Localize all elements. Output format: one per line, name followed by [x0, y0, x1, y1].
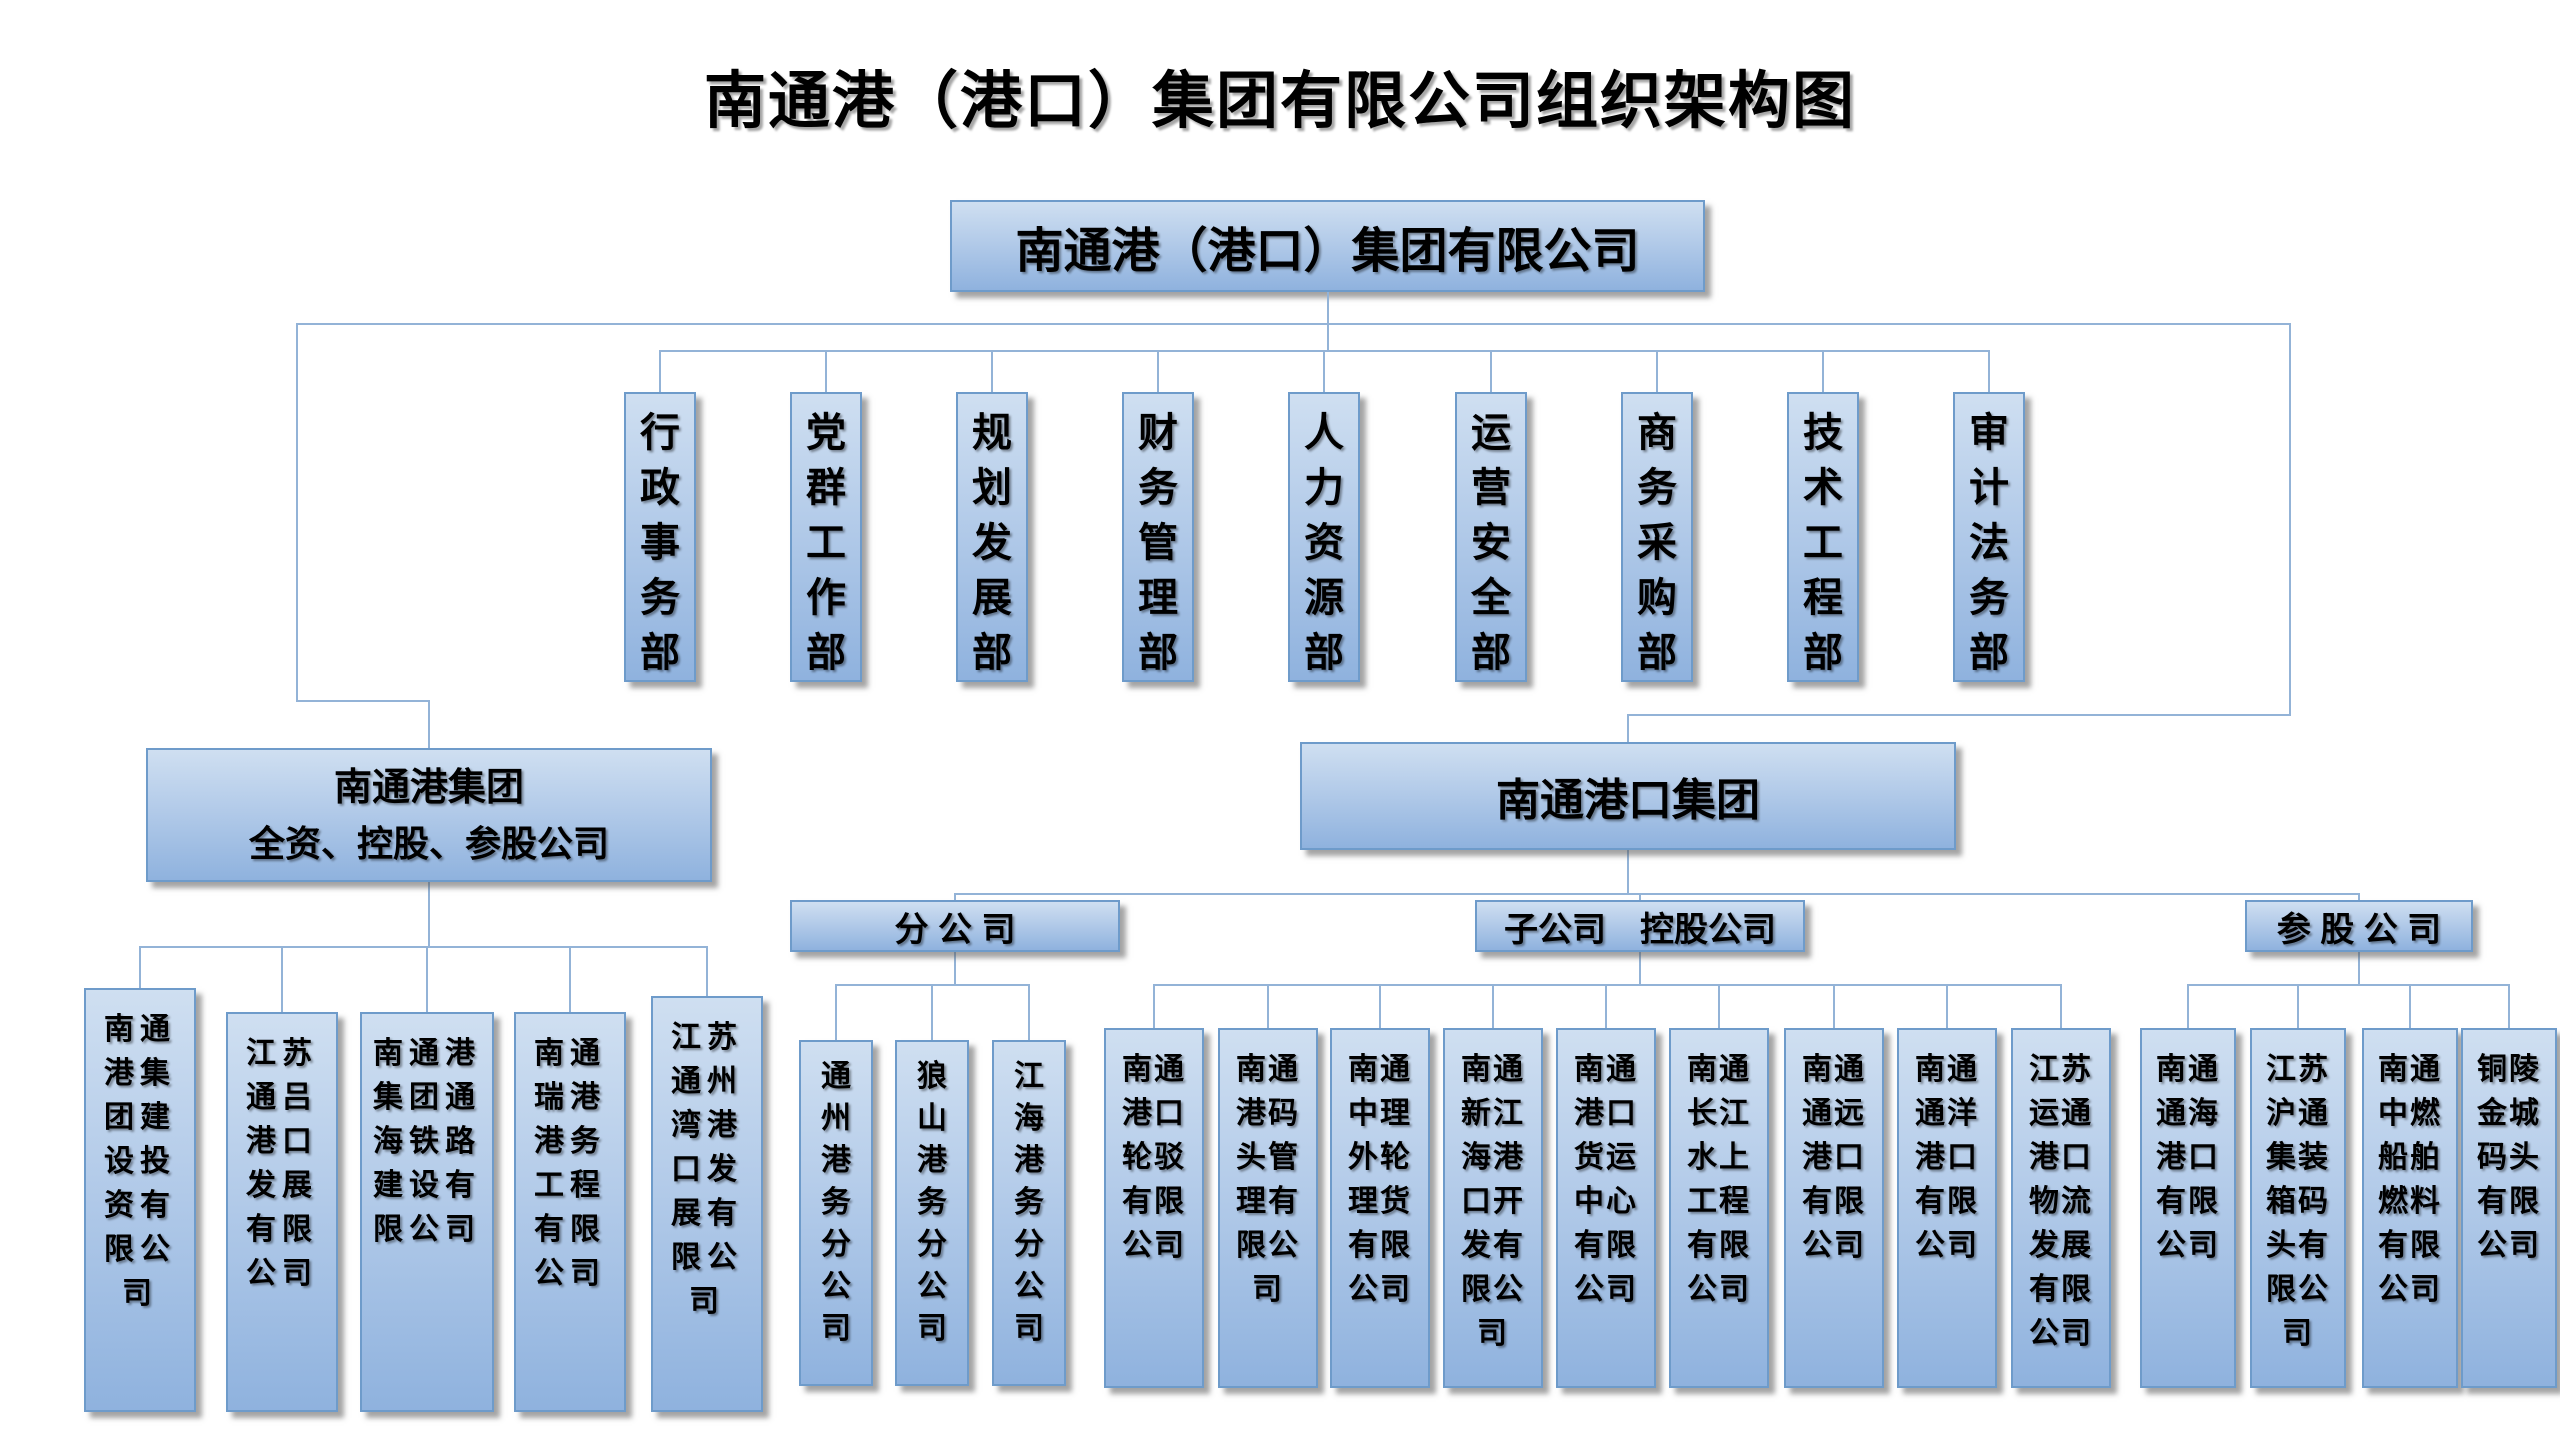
company-box: 南通长江水上工程有限公司: [1669, 1028, 1769, 1388]
company-box: 南通港口轮驳有限公司: [1104, 1028, 1204, 1388]
dept-box-planning-development: 规划发展部: [956, 392, 1028, 682]
left-group-title-line2: 全资、控股、参股公司: [248, 823, 609, 864]
connector-subsidiary-child-stub: [1153, 984, 1155, 1028]
connector-left-elbow: [296, 700, 429, 702]
connector-branch-child-stub: [931, 984, 933, 1040]
connector-equity-child-stub: [2508, 984, 2510, 1028]
connector-dept-stub: [1656, 350, 1658, 392]
dept-box-audit-legal: 审计法务部: [1953, 392, 2025, 682]
company-box: 南通中理外轮理货有限公司: [1330, 1028, 1430, 1388]
company-box: 铜陵金城码头有限公司: [2461, 1028, 2557, 1388]
company-box: 南通港口货运中心有限公司: [1556, 1028, 1656, 1388]
connector-leftchild-stub: [281, 946, 283, 1012]
category-box-branch: 分 公 司: [790, 900, 1120, 952]
company-box: 南通通远港口有限公司: [1784, 1028, 1884, 1388]
company-box: 南通新江海港口开发有限公司: [1443, 1028, 1543, 1388]
company-box: 南通中燃船舶燃料有限公司: [2362, 1028, 2458, 1388]
left-group-box: 南通港集团 全资、控股、参股公司: [146, 748, 712, 882]
connector-dept-stub: [1323, 350, 1325, 392]
connector-equity-child-stub: [2409, 984, 2411, 1028]
company-box: 江苏通州湾港口发展有限公司: [651, 996, 763, 1412]
connector-equity-bus: [2187, 984, 2509, 986]
connector-right-entry: [1627, 714, 1629, 742]
dept-box-administration: 行政事务部: [624, 392, 696, 682]
right-group-title: 南通港口集团: [1496, 776, 1760, 825]
connector-equity-stub: [2358, 952, 2360, 984]
connector-root-stub: [1327, 292, 1329, 352]
connector-subsidiary-stub: [1639, 952, 1641, 984]
connector-leftgroup-bus: [139, 946, 707, 948]
connector-leftchild-stub: [706, 946, 708, 996]
dept-box-commerce-procurement: 商务采购部: [1621, 392, 1693, 682]
connector-dept-stub: [991, 350, 993, 392]
company-box: 南通通洋港口有限公司: [1897, 1028, 1997, 1388]
connector-branch-stub: [954, 952, 956, 984]
company-box: 江苏通吕港口发展有限公司: [226, 1012, 338, 1412]
dept-box-party-mass-work: 党群工作部: [790, 392, 862, 682]
connector-equity-child-stub: [2297, 984, 2299, 1028]
company-box: 江苏沪通集装箱码头有限公司: [2250, 1028, 2346, 1388]
connector-leftchild-stub: [569, 946, 571, 1012]
page-title: 南通港（港口）集团有限公司组织架构图: [703, 67, 1856, 136]
right-group-box: 南通港口集团: [1300, 742, 1956, 850]
connector-subsidiary-child-stub: [2060, 984, 2062, 1028]
company-box: 南通瑞港港务工程有限公司: [514, 1012, 626, 1412]
company-box: 南通通海港口有限公司: [2140, 1028, 2236, 1388]
left-group-title-line1: 南通港集团: [333, 767, 524, 809]
connector-branch-child-stub: [1028, 984, 1030, 1040]
connector-dept-stub: [659, 350, 661, 392]
connector-dept-stub: [1822, 350, 1824, 392]
connector-subsidiary-child-stub: [1605, 984, 1607, 1028]
connector-dept-stub: [1490, 350, 1492, 392]
dept-box-technology-engineering: 技术工程部: [1787, 392, 1859, 682]
connector-left-drop: [296, 323, 298, 700]
company-box: 南通港集团建设投资有限公司: [84, 988, 196, 1412]
connector-category-stub: [1639, 893, 1641, 902]
connector-right-elbow: [1627, 714, 2291, 716]
connector-outer-bus: [296, 323, 2291, 325]
company-box: 通州港务分公司: [799, 1040, 873, 1386]
dept-box-finance: 财务管理部: [1122, 392, 1194, 682]
connector-leftgroup-stub: [428, 882, 430, 946]
category-box-equity: 参 股 公 司: [2245, 900, 2473, 952]
company-box: 狼山港务分公司: [895, 1040, 969, 1386]
connector-rightgroup-stub: [1627, 850, 1629, 893]
dept-box-human-resources: 人力资源部: [1288, 392, 1360, 682]
connector-right-drop: [2289, 323, 2291, 714]
connector-subsidiary-child-stub: [1833, 984, 1835, 1028]
connector-subsidiary-child-stub: [1492, 984, 1494, 1028]
connector-subsidiary-child-stub: [1267, 984, 1269, 1028]
connector-left-entry: [428, 700, 430, 748]
connector-dept-stub: [825, 350, 827, 392]
connector-subsidiary-child-stub: [1718, 984, 1720, 1028]
connector-leftchild-stub: [426, 946, 428, 1012]
company-box: 南通港集团通海铁路建设有限公司: [360, 1012, 494, 1412]
connector-equity-child-stub: [2187, 984, 2189, 1028]
connector-dept-stub: [1988, 350, 1990, 392]
root-company-label: 南通港（港口）集团有限公司: [1015, 225, 1640, 278]
connector-subsidiary-child-stub: [1379, 984, 1381, 1028]
connector-leftchild-stub: [139, 946, 141, 988]
dept-box-operation-safety: 运营安全部: [1455, 392, 1527, 682]
connector-subsidiary-bus: [1153, 984, 2061, 986]
root-company-box: 南通港（港口）集团有限公司: [950, 200, 1705, 292]
company-box: 江苏运通港口物流发展有限公司: [2011, 1028, 2111, 1388]
company-box: 南通港码头管理有限公司: [1218, 1028, 1318, 1388]
connector-branch-child-stub: [835, 984, 837, 1040]
connector-category-stub: [954, 893, 956, 902]
connector-dept-stub: [1157, 350, 1159, 392]
company-box: 江海港务分公司: [992, 1040, 1066, 1386]
connector-category-stub: [2358, 893, 2360, 902]
connector-subsidiary-child-stub: [1946, 984, 1948, 1028]
connector-category-bus: [954, 893, 2359, 895]
category-box-subsidiary-holding: 子公司 控股公司: [1475, 900, 1805, 952]
